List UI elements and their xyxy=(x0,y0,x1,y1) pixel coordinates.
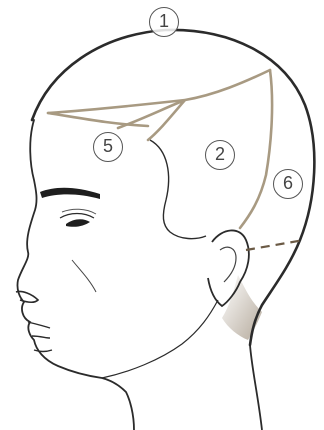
eye-upper-lid xyxy=(60,214,94,219)
face-profile xyxy=(17,120,134,430)
nape-shading xyxy=(222,275,262,340)
region-label-5: 5 xyxy=(93,132,123,162)
section-line-back-vertical xyxy=(240,70,272,228)
cheek-line xyxy=(72,260,96,292)
ear-inner xyxy=(220,247,236,282)
neck-back-line xyxy=(250,345,262,430)
eye xyxy=(66,219,90,227)
region-label-6: 6 xyxy=(273,169,303,199)
eyebrow xyxy=(40,188,100,199)
section-line-top-front xyxy=(48,70,270,113)
hairline xyxy=(150,140,206,239)
region-label-2: 2 xyxy=(205,140,235,170)
jaw-line xyxy=(102,300,218,378)
region-label-1: 1 xyxy=(149,7,179,37)
section-line-front-lower xyxy=(48,113,148,126)
